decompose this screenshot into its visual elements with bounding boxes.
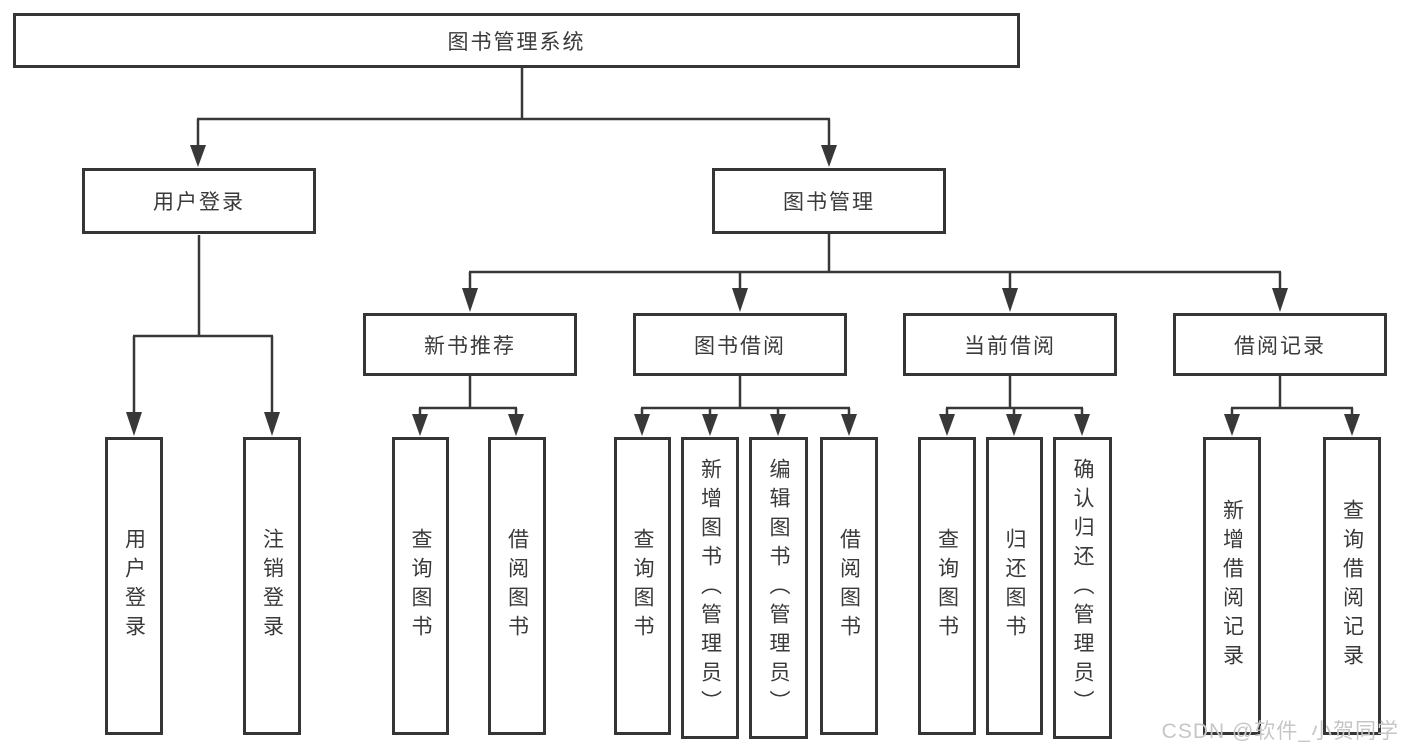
leaf-borrow-query-label: 查询图书 [631, 528, 654, 644]
leaf-newbook-query-label: 查询图书 [409, 528, 432, 644]
node-book-management: 图书管理 [712, 168, 946, 234]
leaf-newbook-borrow: 借阅图书 [488, 437, 546, 735]
leaf-logout: 注销登录 [243, 437, 301, 735]
leaf-borrow-add-admin-label: 新增图书（管理员） [698, 457, 722, 719]
node-borrow-records: 借阅记录 [1173, 313, 1387, 376]
leaf-logout-label: 注销登录 [260, 528, 284, 644]
leaf-current-query: 查询图书 [918, 437, 976, 735]
leaf-record-add: 新增借阅记录 [1203, 437, 1261, 735]
leaf-borrow-book-label: 借阅图书 [837, 528, 861, 644]
node-current-borrow-label: 当前借阅 [964, 334, 1056, 358]
leaf-newbook-query: 查询图书 [392, 437, 449, 735]
leaf-current-query-label: 查询图书 [935, 528, 959, 644]
node-root: 图书管理系统 [13, 13, 1020, 68]
node-current-borrow: 当前借阅 [903, 313, 1117, 376]
node-book-management-label: 图书管理 [783, 191, 875, 214]
node-new-book-recommend-label: 新书推荐 [424, 334, 516, 358]
node-book-borrow-label: 图书借阅 [694, 334, 786, 358]
leaf-current-return-label: 归还图书 [1003, 528, 1026, 644]
leaf-user-login-label: 用户登录 [122, 528, 146, 644]
leaf-record-query-label: 查询借阅记录 [1340, 499, 1364, 673]
leaf-record-query: 查询借阅记录 [1323, 437, 1381, 735]
leaf-borrow-book: 借阅图书 [820, 437, 878, 735]
node-root-label: 图书管理系统 [447, 30, 586, 54]
node-user-login: 用户登录 [82, 168, 316, 234]
leaf-borrow-edit-admin-label: 编辑图书（管理员） [767, 457, 790, 719]
leaf-record-add-label: 新增借阅记录 [1220, 499, 1244, 673]
leaf-current-return: 归还图书 [986, 437, 1043, 735]
leaf-borrow-add-admin: 新增图书（管理员） [681, 437, 739, 739]
node-borrow-records-label: 借阅记录 [1234, 334, 1326, 358]
leaf-user-login: 用户登录 [105, 437, 163, 735]
node-new-book-recommend: 新书推荐 [363, 313, 577, 376]
leaf-current-confirm-admin-label: 确认归还（管理员） [1071, 457, 1094, 719]
node-book-borrow: 图书借阅 [633, 313, 847, 376]
leaf-newbook-borrow-label: 借阅图书 [505, 528, 529, 644]
leaf-borrow-query: 查询图书 [614, 437, 671, 735]
leaf-borrow-edit-admin: 编辑图书（管理员） [749, 437, 808, 739]
watermark: CSDN @软件_小贺同学 [1161, 720, 1399, 743]
node-user-login-label: 用户登录 [153, 191, 245, 214]
leaf-current-confirm-admin: 确认归还（管理员） [1053, 437, 1112, 739]
